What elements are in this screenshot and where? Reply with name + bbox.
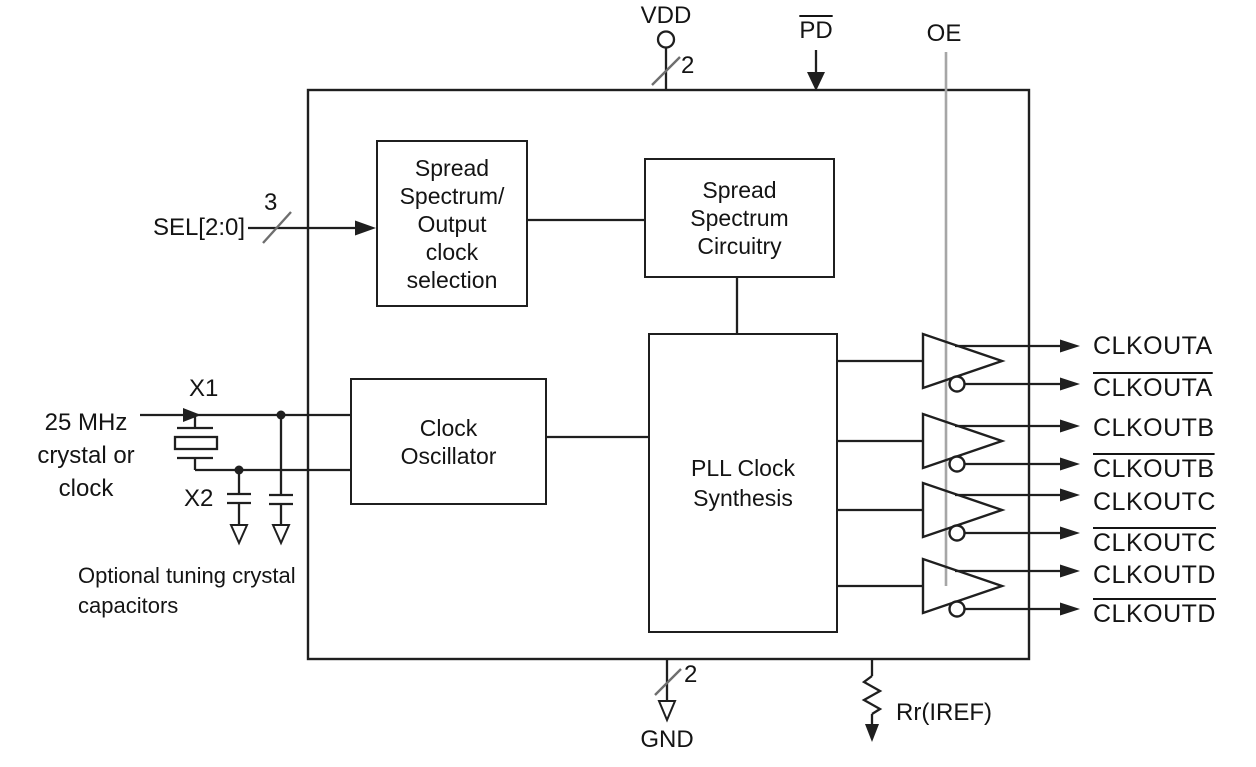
buffer-b-icon [921,412,1006,473]
bus-slash-icons [262,56,682,696]
gnd-pin-label: GND [640,726,694,753]
vdd-terminal-icon [656,30,676,49]
vdd-pin-label: VDD [640,2,692,29]
wire-group [140,48,1062,726]
ground-arrowheads [229,524,677,723]
output-buffers [921,332,1006,618]
crystal-icon [173,435,219,451]
cap1-ground-icon [229,524,249,546]
x2-pin-label: X2 [184,485,214,512]
arrowheads [183,72,1080,742]
cap2-ground-icon [271,524,291,546]
block-pll-clock-synthesis: PLL Clock Synthesis [648,333,838,633]
sel-pin-label: SEL[2:0] [152,214,245,241]
clkoutc-label: CLKOUTC [1093,488,1216,516]
chip-boundary-box [306,88,1031,661]
buffer-d-icon [921,557,1006,618]
iref-resistor-label: Rr(IREF) [896,699,992,726]
x1-input-arrowhead-icon [183,408,201,422]
junction-dots [234,410,286,475]
vdd-bus-width-label: 2 [681,52,695,79]
clkouta-label: CLKOUTA [1093,332,1213,360]
buffer-a-icon [921,332,1006,393]
x1-pin-label: X1 [189,375,219,402]
pd-arrowhead-icon [807,72,825,91]
oe-pin-label: OE [926,20,962,47]
sel-arrowhead-icon [355,220,376,236]
clkoutc-b-label: CLKOUTC [1093,529,1216,557]
gnd-bus-width-label: 2 [684,661,698,688]
clkoutb-label: CLKOUTB [1093,414,1215,442]
pd-pin-label: PD [799,17,833,44]
clkoutd-b-label: CLKOUTD [1093,600,1216,628]
buffer-c-icon [921,481,1006,542]
tuning-capacitors-note: Optional tuning crystal capacitors [78,563,296,618]
clkoutd-label: CLKOUTD [1093,561,1216,589]
clkouta-b-label: CLKOUTA [1093,374,1213,402]
iref-arrowhead-icon [865,724,879,742]
sel-bus-width-label: 3 [264,189,278,216]
block-spread-spectrum-circuitry: Spread Spectrum Circuitry [644,158,835,278]
block-spread-spectrum-output-clock-selection: Spread Spectrum/ Output clock selection [376,140,528,307]
clock-source-label: 25 MHz crystal or clock [37,409,135,502]
clkoutb-b-label: CLKOUTB [1093,455,1215,483]
gnd-ground-icon [657,700,677,723]
block-clock-oscillator: Clock Oscillator [350,378,547,505]
